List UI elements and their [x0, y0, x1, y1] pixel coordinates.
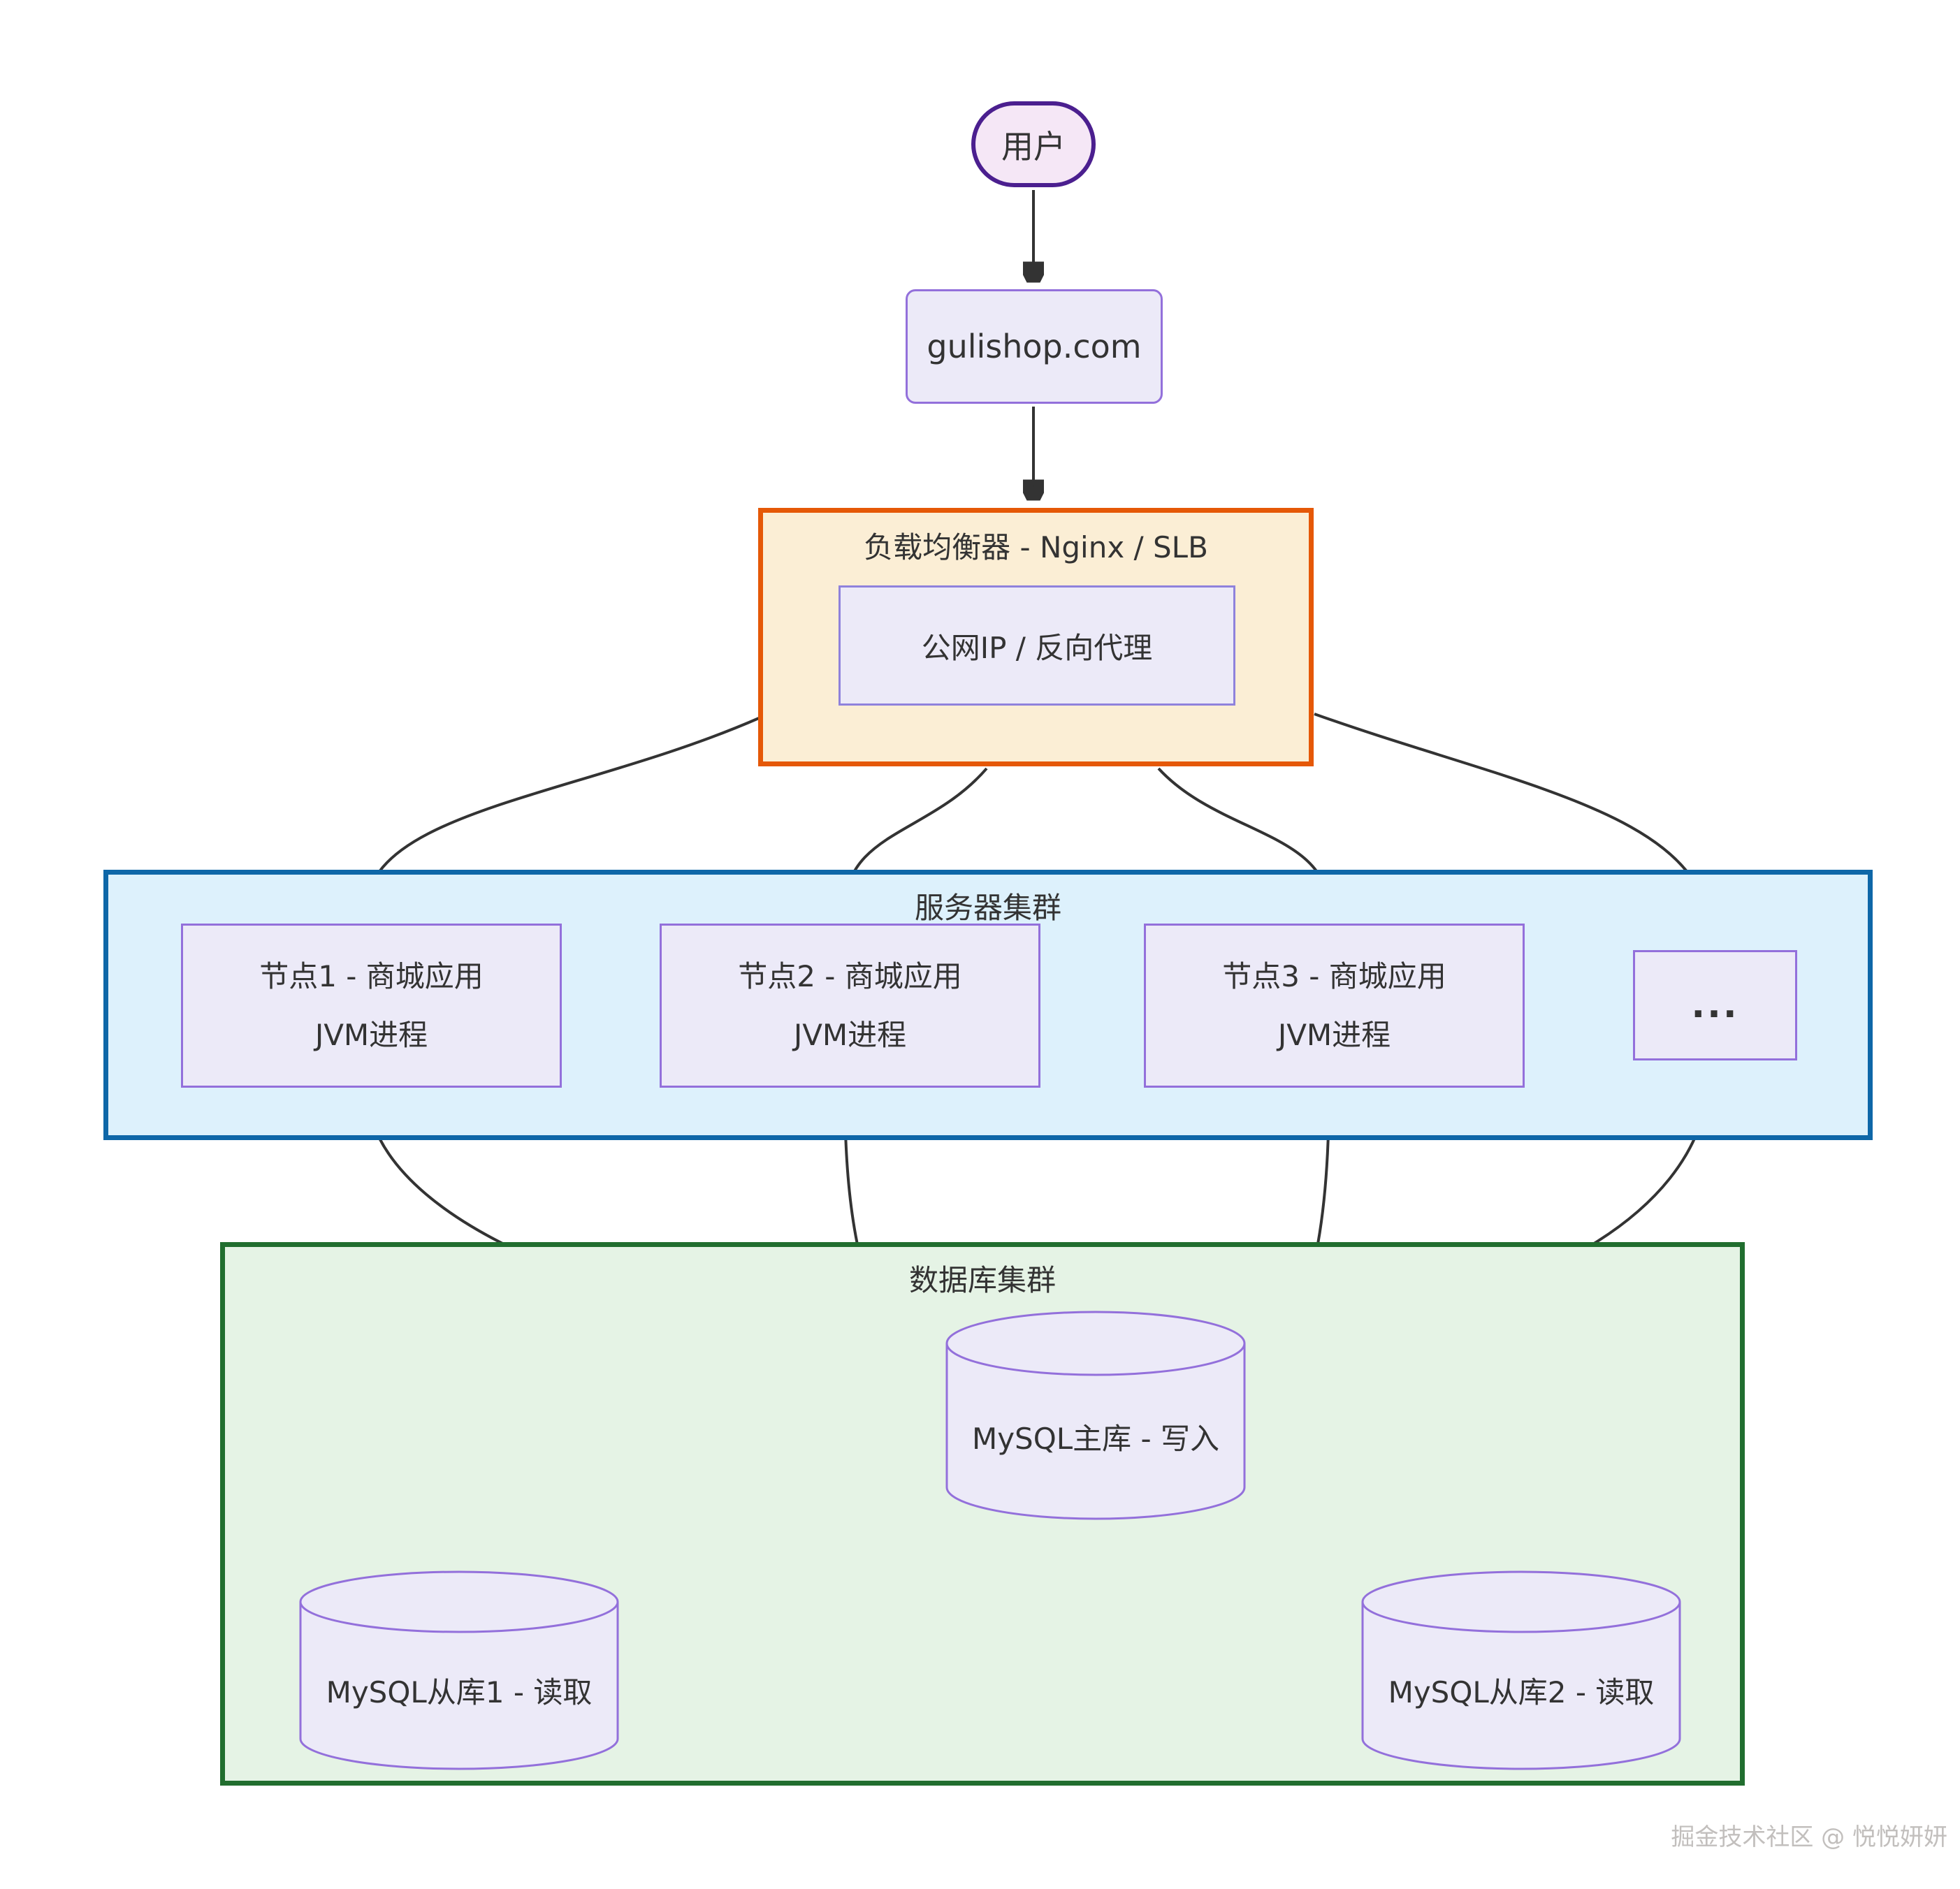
- database-cluster-title: 数据库集群: [908, 1263, 1056, 1297]
- watermark: 掘金技术社区 @ 悦悦妍妍: [1671, 1823, 1947, 1851]
- load-balancer-container: 负载均衡器 - Nginx / SLB 公网IP / 反向代理: [758, 508, 1314, 766]
- app-node-3-line2: JVM进程: [1277, 1017, 1391, 1052]
- app-node-1: 节点1 - 商城应用 JVM进程: [181, 924, 562, 1088]
- app-node-1-line1: 节点1 - 商城应用: [259, 958, 484, 993]
- cylinder-shape: [299, 1570, 619, 1770]
- more-nodes-box: ...: [1633, 950, 1797, 1060]
- proxy-node: 公网IP / 反向代理: [839, 585, 1235, 706]
- app-node-2: 节点2 - 商城应用 JVM进程: [660, 924, 1040, 1088]
- mysql-master-label: MySQL主库 - 写入: [971, 1421, 1220, 1456]
- app-node-3-line1: 节点3 - 商城应用: [1222, 958, 1446, 993]
- mysql-slave1-label: MySQL从库1 - 读取: [326, 1675, 593, 1710]
- load-balancer-title: 负载均衡器 - Nginx / SLB: [864, 530, 1208, 564]
- app-node-3: 节点3 - 商城应用 JVM进程: [1144, 924, 1525, 1088]
- user-node: 用户: [971, 101, 1096, 187]
- proxy-node-label: 公网IP / 反向代理: [921, 630, 1153, 665]
- server-cluster-container: 服务器集群 节点1 - 商城应用 JVM进程 节点2 - 商城应用 JVM进程 …: [103, 870, 1873, 1140]
- domain-node-label: gulishop.com: [927, 328, 1142, 365]
- mysql-slave1-node: MySQL从库1 - 读取: [298, 1570, 620, 1771]
- app-node-2-line1: 节点2 - 商城应用: [738, 958, 962, 993]
- domain-node: gulishop.com: [906, 289, 1163, 404]
- mysql-master-node: MySQL主库 - 写入: [945, 1310, 1247, 1521]
- more-nodes-label: ...: [1691, 984, 1739, 1026]
- user-node-label: 用户: [1001, 127, 1066, 166]
- mysql-slave2-node: MySQL从库2 - 读取: [1360, 1570, 1682, 1771]
- server-cluster-title: 服务器集群: [914, 891, 1061, 925]
- app-node-2-line2: JVM进程: [793, 1017, 907, 1052]
- cylinder-shape: [945, 1311, 1246, 1520]
- database-cluster-container: 数据库集群 MySQL主库 - 写入 MySQL从库1 - 读取 MySQL从库…: [220, 1242, 1745, 1786]
- cylinder-shape: [1361, 1570, 1681, 1770]
- app-node-1-line2: JVM进程: [314, 1017, 428, 1052]
- mysql-slave2-label: MySQL从库2 - 读取: [1388, 1675, 1655, 1710]
